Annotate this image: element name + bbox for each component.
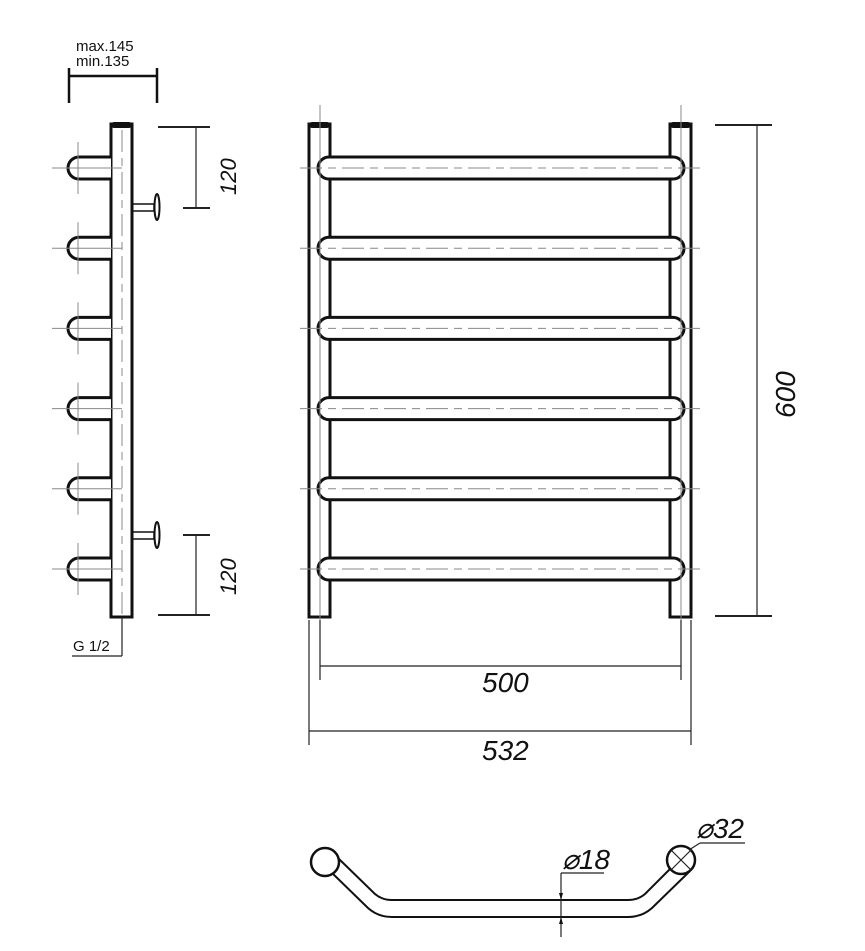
height-dimension: 600: [715, 124, 801, 617]
top-view: ⌀18 ⌀32: [309, 813, 745, 937]
thread-label: G 1/2: [73, 638, 110, 655]
wall-bracket-bottom: [131, 521, 161, 549]
center-distance-dimension: 500: [319, 620, 682, 698]
left-post-section: [309, 846, 341, 878]
post-diameter-dimension: ⌀32: [688, 813, 745, 851]
bracket-bottom-label: 120: [216, 558, 241, 595]
depth-max-label: max.145: [76, 38, 134, 55]
front-rungs: [300, 122, 700, 619]
side-view: max.145 min.135 120 120: [52, 38, 241, 657]
overall-width-dimension: 532: [308, 620, 692, 766]
bracket-top-label: 120: [216, 158, 241, 195]
rung-diameter-dimension: ⌀18: [559, 844, 610, 937]
overall-width-label: 532: [482, 735, 529, 766]
thread-callout: G 1/2: [72, 617, 123, 657]
wall-bracket-top: [131, 193, 161, 221]
rung-diameter-label: ⌀18: [562, 844, 610, 875]
center-distance-label: 500: [482, 667, 529, 698]
bracket-bottom-dimension: 120: [158, 534, 241, 616]
post-diameter-label: ⌀32: [696, 813, 744, 844]
height-label: 600: [770, 371, 801, 418]
front-view: 600 500 532: [300, 105, 801, 766]
right-post-section: [665, 844, 697, 876]
bracket-top-dimension: 120: [158, 126, 241, 209]
side-post: [52, 122, 134, 619]
depth-min-label: min.135: [76, 53, 129, 70]
depth-dimension: max.145 min.135: [67, 38, 159, 103]
